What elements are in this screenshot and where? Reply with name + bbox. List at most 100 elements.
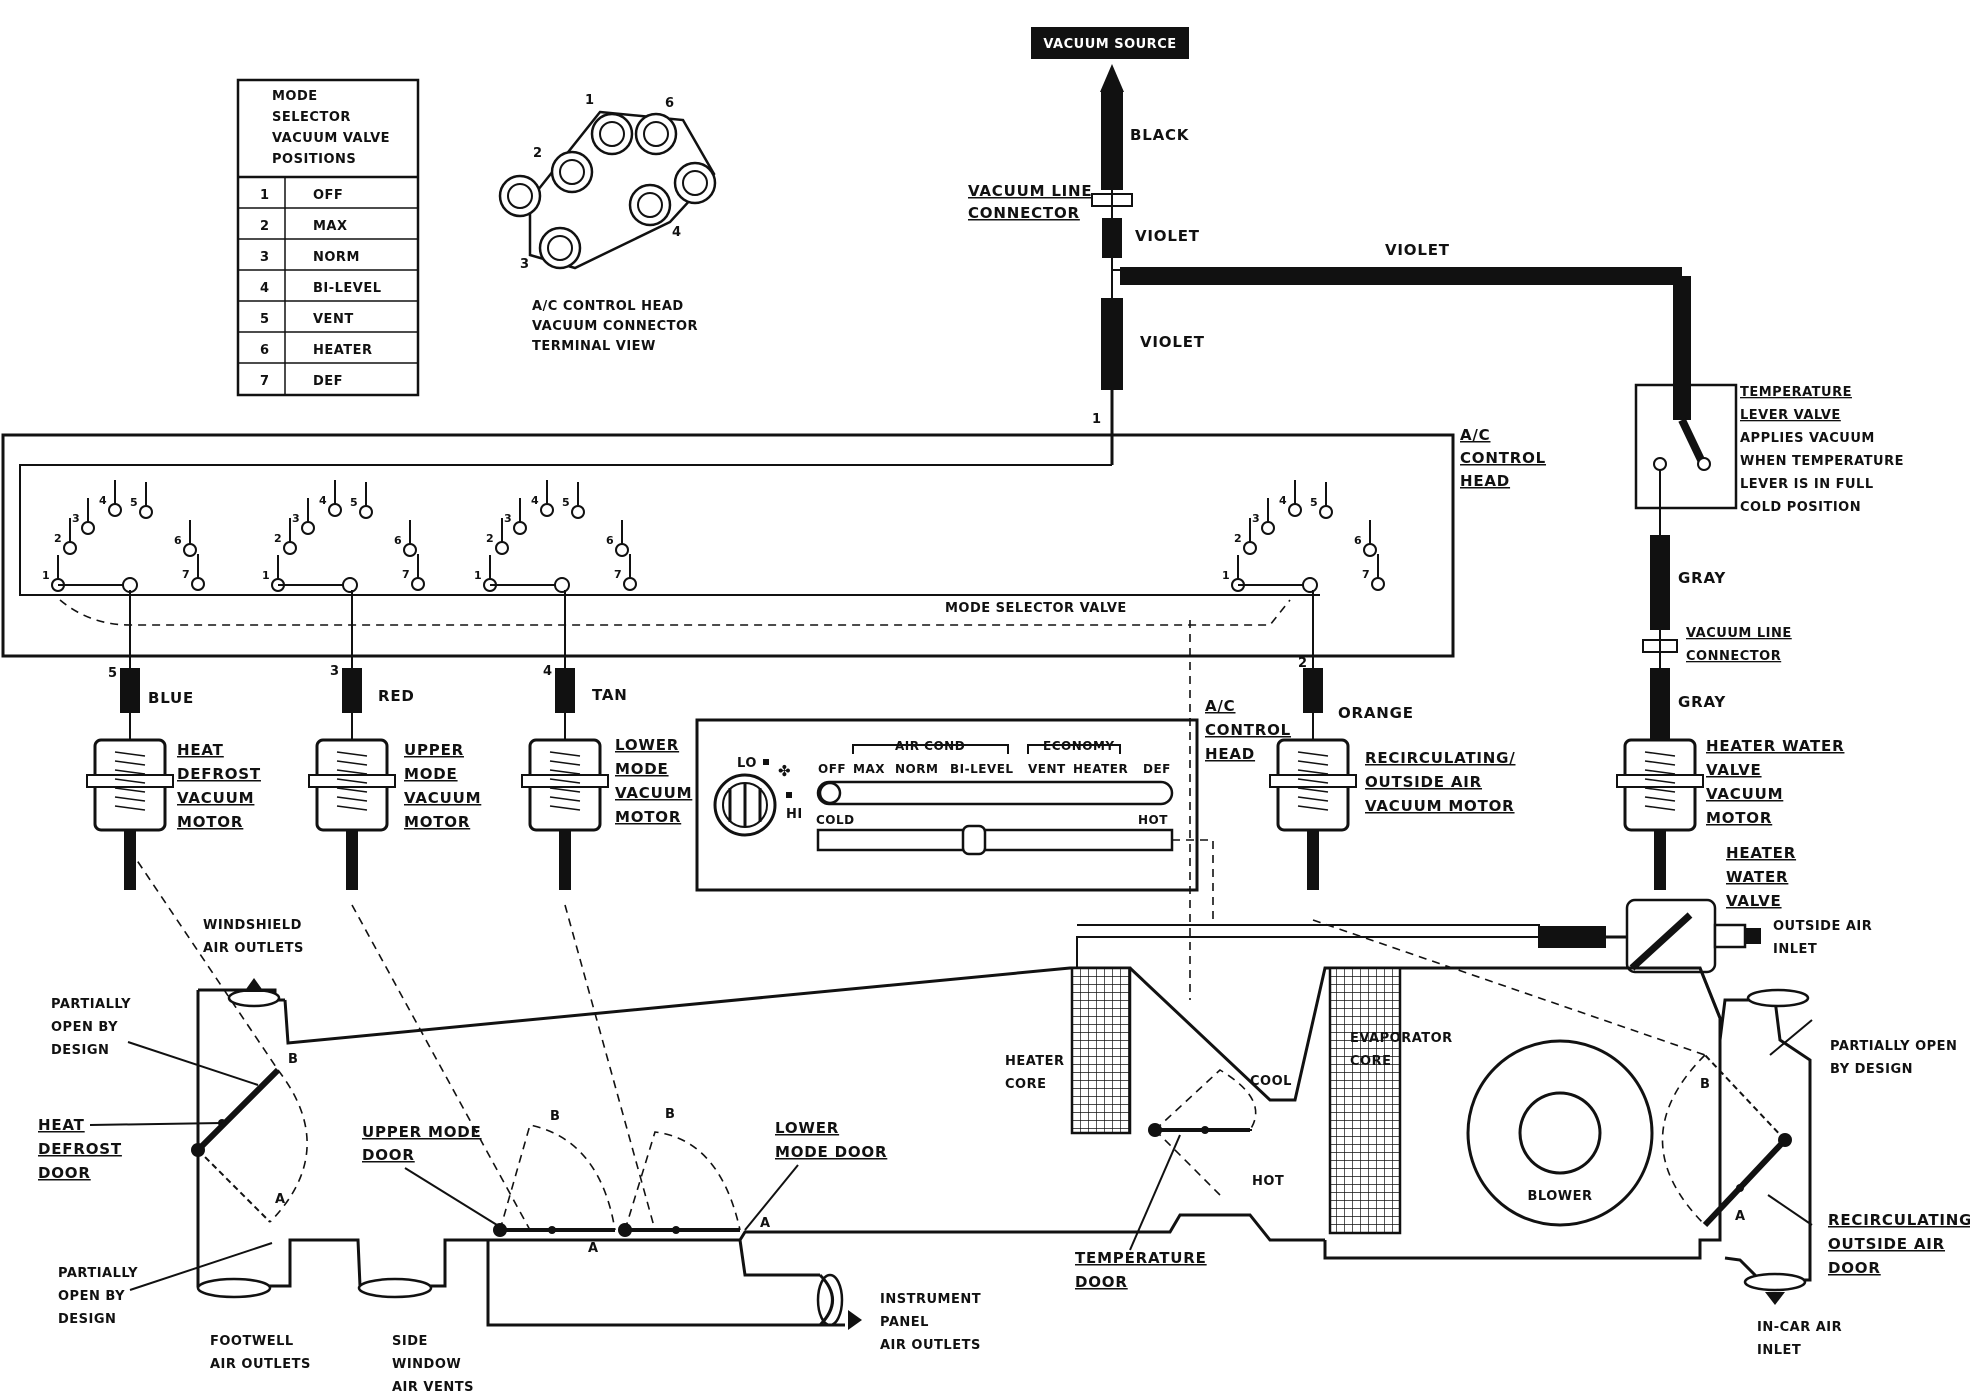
selector-port-number: 7 (1362, 568, 1370, 581)
selector-port (1288, 503, 1302, 517)
table-row-number: 4 (260, 281, 270, 296)
label-line: COLD POSITION (1740, 500, 1861, 515)
instrument-panel-arrow (848, 1310, 862, 1330)
instrument-panel-outlets-label: AIR OUTLETS (880, 1338, 981, 1353)
vacuum-source-label: VACUUM SOURCE (1043, 37, 1176, 52)
heater-core (1070, 966, 1132, 1135)
mode-selector-valve-label: MODE SELECTOR VALVE (945, 601, 1127, 616)
temperature-lever-slot[interactable] (816, 828, 1174, 852)
violet-label-2: VIOLET (1385, 241, 1450, 259)
conn-num-3: 3 (520, 257, 530, 272)
selector-port-number: 3 (504, 512, 512, 525)
partially-open-label: DESIGN (58, 1312, 116, 1327)
hot-label: HOT (1252, 1174, 1284, 1189)
table-row-number: 2 (260, 219, 270, 234)
violet-label-1: VIOLET (1135, 227, 1200, 245)
selector-port-number: 1 (1222, 569, 1230, 582)
selector-port-number: 5 (1310, 496, 1318, 509)
door-a-label: A (760, 1216, 771, 1231)
in-car-arrow (1765, 1292, 1785, 1305)
selector-port-number: 5 (350, 496, 358, 509)
selector-port (403, 543, 417, 557)
selector-port-number: 3 (1252, 512, 1260, 525)
conn-num-4: 4 (672, 225, 682, 240)
door-b-label: B (665, 1107, 675, 1122)
footwell-outlets-label: FOOTWELL (210, 1334, 294, 1349)
label-line: HEATER WATER (1706, 737, 1844, 755)
lower-mode-vacuum-motor (521, 590, 609, 890)
label-line: UPPER (404, 741, 464, 759)
selector-port-number: 7 (402, 568, 410, 581)
partially-open-label: PARTIALLY (51, 997, 131, 1012)
blue-label: BLUE (148, 689, 194, 707)
fan-icon: ✤ (778, 762, 791, 780)
selector-port-number: 5 (130, 496, 138, 509)
table-row-name: VENT (313, 312, 354, 327)
partially-open-right-label: PARTIALLY OPEN (1830, 1039, 1957, 1054)
selector-port (108, 503, 122, 517)
cool-label: COOL (1250, 1074, 1292, 1089)
label-line: VACUUM (404, 789, 481, 807)
label-line: MOTOR (177, 813, 243, 831)
lower-mode-door-label: LOWER (775, 1119, 839, 1137)
economy-label: ECONOMY (1043, 739, 1115, 753)
heat-defrost-door-label: DOOR (38, 1164, 91, 1182)
temperature-door-label: TEMPERATURE (1075, 1249, 1207, 1267)
evaporator-core-label: EVAPORATOR (1350, 1031, 1453, 1046)
vacuum-line-connector-bottom-label: CONNECTOR (1686, 649, 1781, 664)
port-3: 3 (330, 664, 340, 679)
air-cond-label: AIR COND (895, 739, 965, 753)
door-b-label: B (1700, 1077, 1710, 1092)
label-line: MOTOR (404, 813, 470, 831)
mode-position-label: HEATER (1073, 762, 1128, 776)
selector-port-number: 7 (614, 568, 622, 581)
selector-port (283, 541, 297, 555)
label-line: VALVE (1706, 761, 1762, 779)
selector-port (63, 541, 77, 555)
temperature-door (1148, 1069, 1257, 1196)
selector-port (571, 505, 585, 519)
table-row-name: NORM (313, 250, 360, 265)
temperature-lever-knob[interactable] (961, 824, 987, 856)
table-row-name: DEF (313, 374, 343, 389)
label-line: TEMPERATURE (1740, 385, 1852, 400)
side-window-vents-label: SIDE (392, 1334, 428, 1349)
fan-hi-label: HI (786, 807, 803, 822)
hot-label: HOT (1138, 813, 1168, 827)
selector-port (1243, 541, 1257, 555)
selector-port (615, 543, 629, 557)
door-a-label: A (275, 1192, 286, 1207)
mode-lever-knob[interactable] (818, 781, 842, 805)
label-line: RECIRCULATING/ (1365, 749, 1516, 767)
selector-port-number: 2 (486, 532, 494, 545)
table-row-name: BI-LEVEL (313, 281, 382, 296)
selector-port-number: 2 (54, 532, 62, 545)
heater-core-label: HEATER (1005, 1054, 1065, 1069)
windshield-outlets-label: AIR OUTLETS (203, 941, 304, 956)
port-4: 4 (543, 664, 553, 679)
port-number-top: 1 (1092, 412, 1102, 427)
red-label: RED (378, 687, 415, 705)
lower-mode-motor-label: LOWER MODE VACUUM MOTOR (615, 736, 691, 826)
heat-defrost-motor-label: HEAT DEFROST VACUUM MOTOR (177, 741, 260, 831)
connector-view-label-2: VACUUM CONNECTOR (532, 319, 698, 334)
selector-port (301, 521, 315, 535)
selector-port-number: 6 (1354, 534, 1362, 547)
blower-label: BLOWER (1527, 1189, 1592, 1204)
outside-air-inlet-label: OUTSIDE AIR (1773, 919, 1872, 934)
table-row-number: 3 (260, 250, 270, 265)
mode-position-label: OFF (818, 762, 846, 776)
recirc-door-label: RECIRCULATING (1828, 1211, 1970, 1229)
label-line: MOTOR (1706, 809, 1772, 827)
mode-lever-slot[interactable] (816, 780, 1174, 806)
conn-num-1: 1 (585, 93, 595, 108)
selector-port (1363, 543, 1377, 557)
selector-port-number: 7 (182, 568, 190, 581)
partially-open-label: OPEN BY (51, 1020, 118, 1035)
selector-port (81, 521, 95, 535)
label-line: VACUUM MOTOR (1365, 797, 1515, 815)
selector-port-number: 1 (474, 569, 482, 582)
